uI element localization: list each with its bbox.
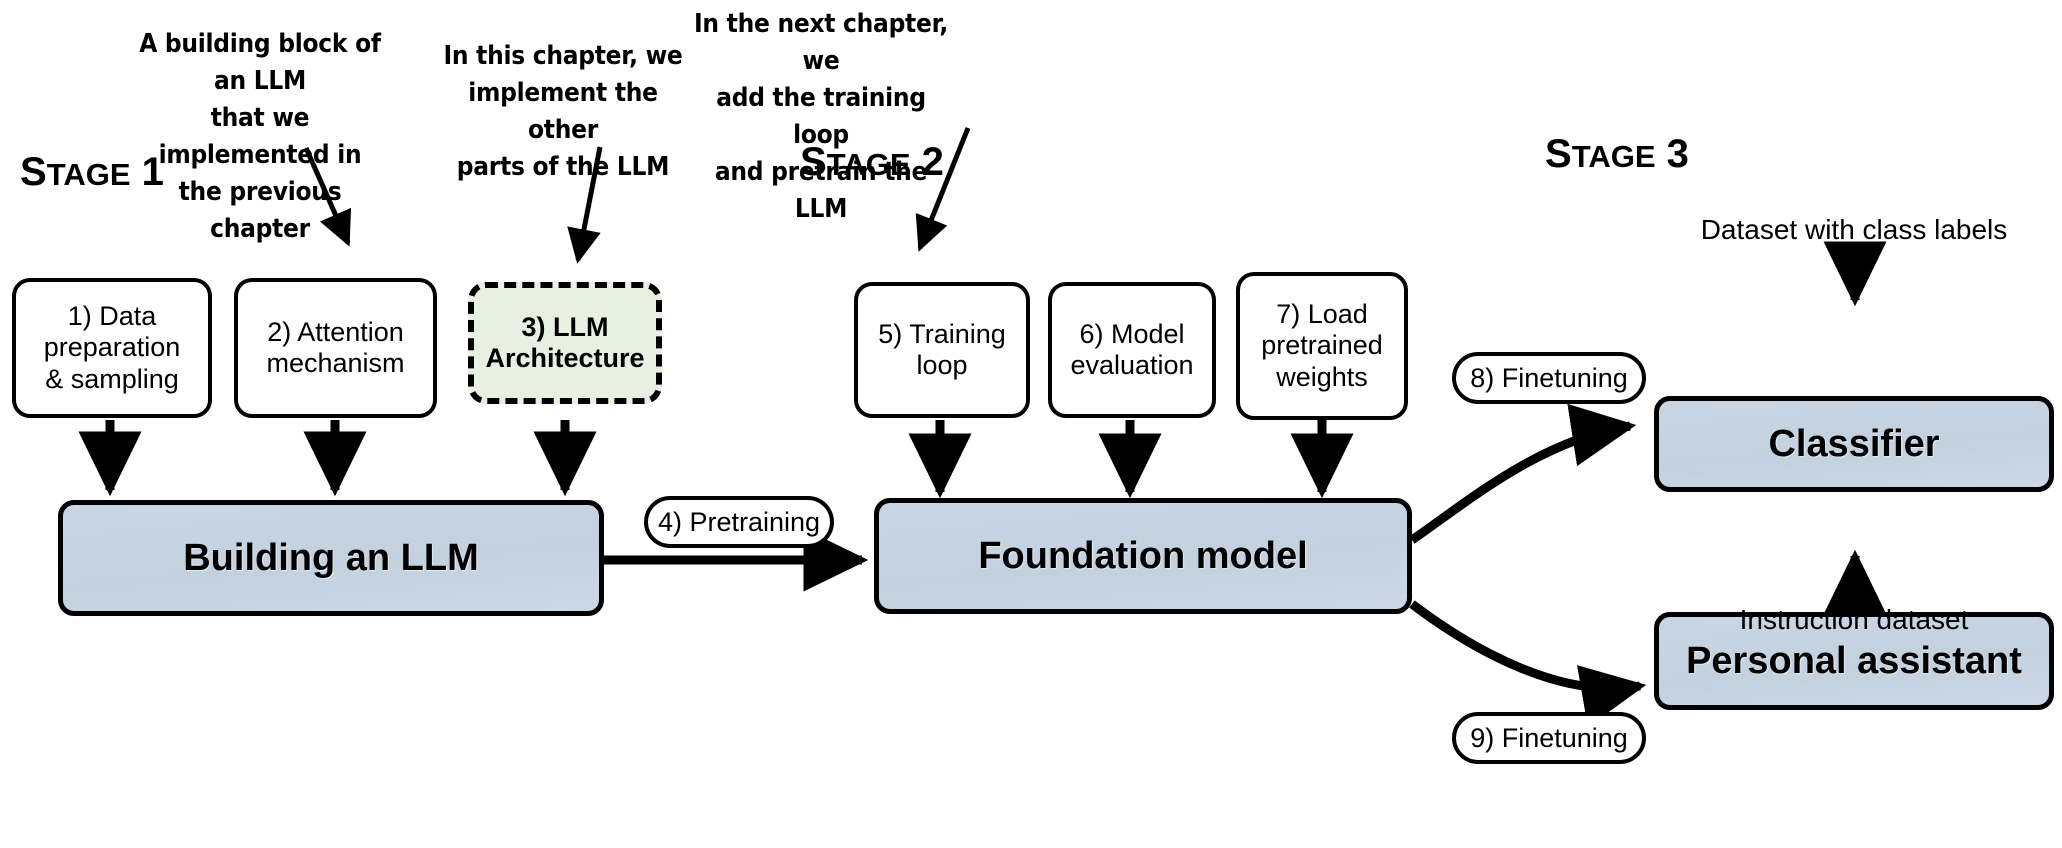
step-box-attention-mechanism[interactable]: 2) Attention mechanism: [234, 278, 437, 418]
pill-label: 4) Pretraining: [657, 506, 821, 537]
step-box-label: 6) Model evaluation: [1070, 318, 1194, 380]
pill-label: 8) Finetuning: [1470, 362, 1628, 393]
step-box-label: 5) Training loop: [878, 318, 1006, 380]
outcome-box-personal-assistant[interactable]: Personal assistant: [1654, 612, 2054, 710]
outcome-box-foundation-model[interactable]: Foundation model: [874, 498, 1412, 614]
pill-label: 9) Finetuning: [1470, 722, 1628, 753]
caption-instruction-dataset: Instruction dataset: [1739, 604, 1969, 635]
caption-dataset-with-class-labels: Dataset with class labels: [1700, 214, 2008, 245]
outcome-box-building-an-llm[interactable]: Building an LLM: [58, 500, 604, 616]
step-box-llm-architecture[interactable]: 3) LLM Architecture: [468, 282, 662, 404]
step-box-training-loop[interactable]: 5) Training loop: [854, 282, 1030, 418]
stage-1-heading: STAGE 1: [20, 150, 164, 194]
step-box-data-preparation[interactable]: 1) Data preparation & sampling: [12, 278, 212, 418]
annotation-next-chapter: In the next chapter, we add the training…: [693, 9, 949, 224]
step-box-label: 1) Data preparation & sampling: [43, 301, 181, 394]
step-box-load-pretrained-weights[interactable]: 7) Load pretrained weights: [1236, 272, 1408, 420]
pill-pretraining[interactable]: 4) Pretraining: [644, 496, 834, 548]
outcome-box-classifier[interactable]: Classifier: [1654, 396, 2054, 492]
outcome-label: Personal assistant: [1686, 639, 2022, 682]
outcome-label: Building an LLM: [183, 536, 479, 579]
annotation-previous-chapter: A building block of an LLM that we imple…: [139, 29, 381, 244]
arrow-foundation-to-classifier: [1409, 403, 1637, 544]
pill-finetuning-classifier[interactable]: 8) Finetuning: [1452, 352, 1646, 404]
step-box-label: 3) LLM Architecture: [485, 311, 645, 373]
outcome-label: Foundation model: [978, 534, 1308, 577]
step-box-label: 7) Load pretrained weights: [1261, 299, 1383, 392]
outcome-label: Classifier: [1768, 422, 1940, 465]
pill-finetuning-assistant[interactable]: 9) Finetuning: [1452, 712, 1646, 764]
stage-3-heading: STAGE 3: [1545, 132, 1689, 176]
annotation-this-chapter: In this chapter, we implement the other …: [443, 41, 683, 182]
stage-2-heading: STAGE 2: [800, 140, 944, 184]
arrow-foundation-to-assistant: [1409, 600, 1647, 728]
step-box-label: 2) Attention mechanism: [266, 316, 405, 378]
step-box-model-evaluation[interactable]: 6) Model evaluation: [1048, 282, 1216, 418]
